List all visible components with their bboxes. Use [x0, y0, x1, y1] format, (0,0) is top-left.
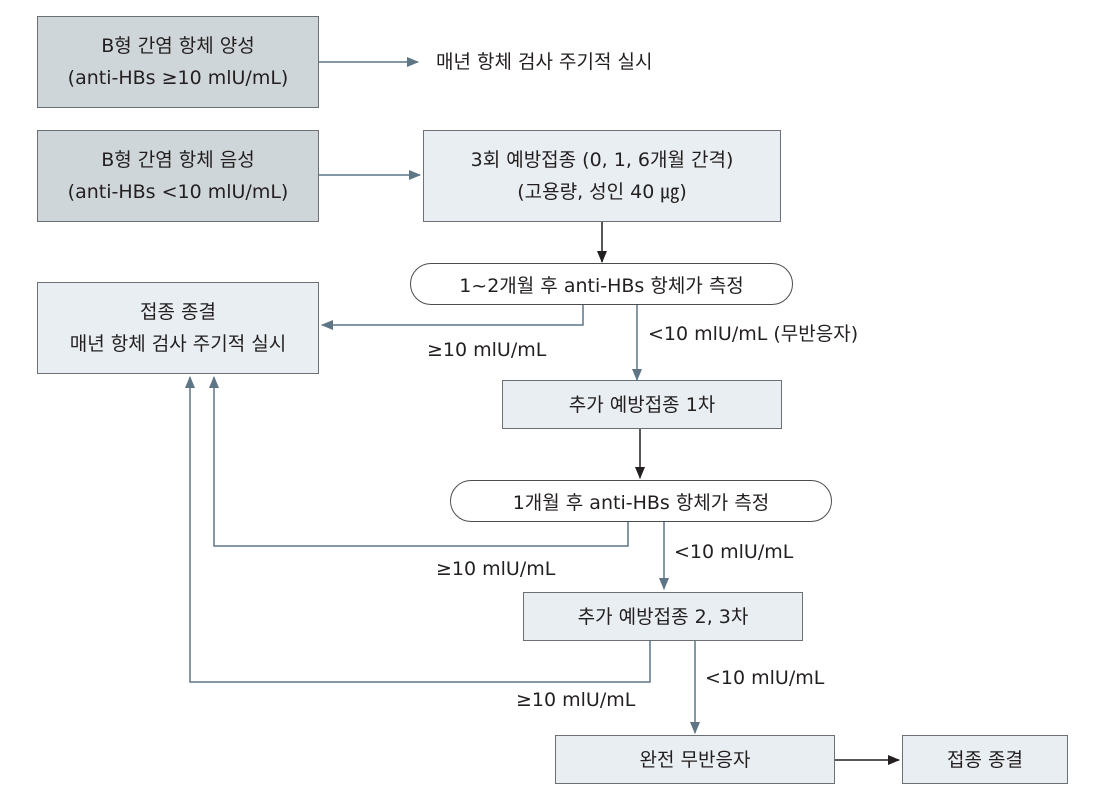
booster-2-3-box: 추가 예방접종 2, 3차 [523, 592, 803, 641]
positive-action-text: 매년 항체 검사 주기적 실시 [436, 51, 653, 73]
measure-1-2-months-step: 1~2개월 후 anti-HBs 항체가 측정 [410, 263, 793, 305]
antibody-negative-range: (anti-HBs <10 mlU/mL) [67, 181, 289, 203]
antibody-positive-range: (anti-HBs ≥10 mlU/mL) [67, 67, 289, 89]
ge10-label-3: ≥10 mlU/mL [516, 689, 636, 711]
lt10-label-2: <10 mlU/mL [705, 667, 825, 689]
antibody-negative-box: B형 간염 항체 음성 (anti-HBs <10 mlU/mL) [37, 130, 319, 222]
lt10-nonresponder-label: <10 mlU/mL (무반응자) [648, 323, 859, 345]
lt10-label-1: <10 mlU/mL [674, 541, 794, 563]
ge10-label-1: ≥10 mlU/mL [427, 339, 547, 361]
booster-1-box: 추가 예방접종 1차 [502, 380, 782, 429]
antibody-positive-box: B형 간염 항체 양성 (anti-HBs ≥10 mlU/mL) [37, 16, 319, 108]
arrow-booster23-to-stop [185, 376, 651, 683]
three-dose-vaccination-box: 3회 예방접종 (0, 1, 6개월 간격) (고용량, 성인 40 ㎍) [423, 130, 781, 222]
ge10-label-2: ≥10 mlU/mL [436, 558, 556, 580]
arrow-measure2-to-stop [209, 376, 629, 547]
arrow-measure1-to-stop [321, 304, 584, 330]
three-dose-dosage: (고용량, 성인 40 ㎍) [517, 181, 687, 203]
stop-vaccination-box: 접종 종결 [902, 735, 1068, 784]
antibody-positive-title: B형 간염 항체 양성 [101, 35, 255, 57]
stop-and-annual-test-box: 접종 종결 매년 항체 검사 주기적 실시 [37, 282, 319, 374]
measure-1-month-step: 1개월 후 anti-HBs 항체가 측정 [450, 480, 832, 522]
complete-nonresponder-box: 완전 무반응자 [555, 735, 835, 784]
antibody-negative-title: B형 간염 항체 음성 [101, 149, 255, 171]
stop-label: 접종 종결 [140, 301, 216, 323]
three-dose-schedule: 3회 예방접종 (0, 1, 6개월 간격) [470, 149, 734, 171]
annual-test-label: 매년 항체 검사 주기적 실시 [69, 333, 287, 355]
